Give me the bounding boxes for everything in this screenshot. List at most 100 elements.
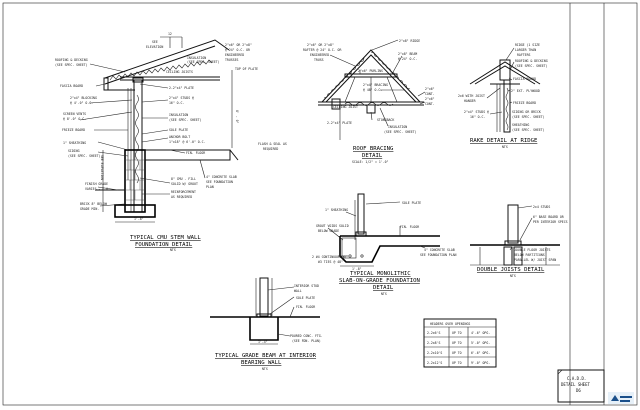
rake-insulation bbox=[505, 87, 509, 131]
insulation-label-1: INSULATION bbox=[388, 125, 407, 129]
rake-hanger-1: 2x6 WITH JOIST bbox=[458, 94, 485, 98]
dj-dbl-1: DOUBLE FLOOR JOISTS bbox=[514, 248, 551, 252]
rake-ridge-1: RIDGE (1 SIZE bbox=[515, 43, 540, 47]
bracing-leaders bbox=[329, 39, 426, 127]
dj-joist-1 bbox=[503, 246, 513, 266]
table-cell: 6'-6" OPG. bbox=[471, 351, 490, 355]
rafter-label-1: 2"x6" OR 2"x8" bbox=[307, 43, 334, 47]
title-block-line-1: C.A.D.D. bbox=[567, 376, 586, 381]
gb-leaders bbox=[267, 286, 295, 337]
title-block-line-2: DETAIL SHEET bbox=[561, 382, 590, 387]
stongback-label: STONGBACK bbox=[377, 118, 394, 122]
ceiling-joists-label: CEILING JOISTS bbox=[166, 70, 193, 74]
blocking-label-2: @ 4'-0" O.C. bbox=[70, 101, 93, 105]
dj-base-2: PER INTERIOR SPECS bbox=[533, 220, 568, 224]
dj-leaders bbox=[509, 205, 533, 251]
brick-label-1: BRICK 8" BELOW bbox=[80, 202, 107, 206]
brace-left bbox=[344, 76, 356, 103]
stongback bbox=[366, 104, 376, 114]
rake-sheathing-1: SHEATHING bbox=[512, 123, 529, 127]
sole-plate-label: SOLE PLATE bbox=[169, 128, 188, 132]
cmu-fill-1: 8" CMU - FILL bbox=[171, 177, 196, 181]
rake-leaders bbox=[486, 47, 515, 126]
ridge-label: 2"x8" RIDGE bbox=[399, 39, 420, 43]
roof-bracing-title: ROOF BRACING bbox=[353, 146, 394, 152]
plate-label: 2-2"x4" PLATE bbox=[327, 121, 352, 125]
dim-bottom-label: 1'-8" bbox=[134, 217, 144, 221]
table-cell: UP TO bbox=[452, 331, 462, 335]
title-block-frame bbox=[557, 369, 605, 403]
cmu-fill-2: SOLID W/ GROUT bbox=[171, 182, 198, 186]
gb-fin-floor-label: FIN. FLOOR bbox=[296, 305, 315, 309]
stem-wall-title-2: FOUNDATION DETAIL bbox=[135, 242, 193, 248]
rake-siding-1: SIDING OR BRICK bbox=[512, 110, 541, 114]
roof-rafter-line bbox=[104, 45, 216, 85]
rafters-label-4: TRUSSES bbox=[225, 58, 239, 62]
mono-stud bbox=[357, 193, 365, 235]
gb-stud-2: WALL bbox=[294, 289, 302, 293]
roof-bracing-title-2: DETAIL bbox=[362, 153, 383, 159]
insulation-top-2: (SEE SPEC. SHEET) bbox=[187, 60, 220, 64]
mono-grout bbox=[341, 237, 357, 259]
bracing-label-1: 2"x4" BRACING bbox=[363, 83, 388, 87]
table-cell: 2-2x6'S bbox=[427, 331, 441, 335]
rafter-label-4: TRUSS bbox=[314, 58, 324, 62]
anchor-bolt-1: ANCHOR BOLT bbox=[169, 135, 190, 139]
table-cell: UP TO bbox=[452, 341, 462, 345]
roof-hatch-right bbox=[370, 51, 411, 90]
mono-rebar-1: 2 #4 CONTINUOUS W/ bbox=[312, 255, 347, 259]
roof-outline bbox=[321, 49, 421, 103]
roofing-label-1: ROOFING & DECKING bbox=[55, 58, 88, 62]
roofing-label-2: (SEE SPEC. SHEET) bbox=[55, 63, 88, 67]
stem-wall-scale: NTS bbox=[170, 248, 176, 252]
cont-label-4: CONT. bbox=[425, 102, 435, 106]
insulation-top-1: INSULATION bbox=[187, 56, 206, 60]
headers-table-title: HEADERS OVER OPENINGS bbox=[430, 322, 470, 326]
logo bbox=[608, 392, 634, 404]
mono-dim: 1'-8" bbox=[352, 267, 362, 271]
rake-ridge-3: RAFTERS bbox=[517, 53, 531, 57]
insulation-label-2: (SEE SPEC. SHEET) bbox=[384, 130, 417, 134]
dj-stud bbox=[507, 204, 519, 244]
slab-edge bbox=[229, 149, 239, 161]
rake-detail: RIDGE (1 SIZE LARGER THAN RAFTERS ROOFIN… bbox=[458, 43, 548, 149]
rebar-1 bbox=[348, 254, 352, 258]
screen-vents-2: @ 8'-0" O.C. bbox=[63, 117, 86, 121]
mono-sole-plate-label: SOLE PLATE bbox=[402, 201, 421, 205]
top-of-plate-label: TOP OF PLATE bbox=[235, 67, 258, 71]
grade-beam-detail: INTERIOR STUD WALL SOLE PLATE FIN. FLOOR… bbox=[210, 277, 323, 371]
screen-vents-1: SCREEN VENTS bbox=[63, 112, 86, 116]
gb-stud-1: INTERIOR STUD bbox=[294, 284, 319, 288]
studs-label-2: 16" O.C. bbox=[169, 101, 184, 105]
see-label: SEE bbox=[152, 40, 158, 44]
siding-label-2: (SEE SPEC. SHEET) bbox=[68, 154, 101, 158]
concrete-slab bbox=[144, 149, 231, 161]
gb-footing-1: POURED CONC. FTG. bbox=[290, 334, 323, 338]
mono-sheathing-label: 1" SHEATHING bbox=[325, 208, 348, 212]
sheathing-label: 1" SHEATHING bbox=[63, 141, 86, 145]
dim-12-label: 12 bbox=[168, 32, 172, 36]
elevation-label: ELEVATION bbox=[146, 45, 163, 49]
mono-title-3: DETAIL bbox=[373, 285, 394, 291]
see-elevation-side: SEE ELEVATION bbox=[100, 155, 104, 180]
stem-wall-title-1: TYPICAL CMU STEM WALL bbox=[130, 235, 201, 241]
mono-grout-1: GROUT VOIDS SOLID bbox=[316, 224, 349, 228]
rafters-label-3: ENGINEERED bbox=[225, 53, 244, 57]
beam-label-1: 2"x8" BEAM bbox=[398, 52, 417, 56]
table-cell: UP TO bbox=[452, 361, 462, 365]
siding-label-1: SIDING bbox=[68, 149, 80, 153]
rake-roofing-2: (SEE SPEC. SHEET) bbox=[515, 64, 548, 68]
gb-sole-plate-label: SOLE PLATE bbox=[296, 296, 315, 300]
anchor-bolt-2: 1"x18" @ 6'-0" O.C. bbox=[169, 140, 206, 144]
wall-insulation bbox=[135, 94, 139, 184]
cont-label-2: CONT. bbox=[425, 92, 435, 96]
roof-outline-inner bbox=[325, 54, 417, 103]
fascia-label: FASCIA BOARD bbox=[60, 84, 83, 88]
dj-dbl-3: PARALLEL W/ JOIST SPAN bbox=[514, 258, 556, 262]
mono-rebar-2: #3 TIES @ 48" bbox=[318, 260, 343, 264]
mono-leaders bbox=[327, 201, 426, 257]
rake-fascia: FASCIA BOARD bbox=[513, 77, 536, 81]
stem-wall-detail: 12 SEE ELEVATION ROOFING & DECKING (SEE … bbox=[55, 32, 287, 252]
dj-base-1: 6" BASE BOARD OR bbox=[533, 215, 564, 219]
mono-title-2: SLAB-ON-GRADE FOUNDATION bbox=[339, 278, 420, 284]
